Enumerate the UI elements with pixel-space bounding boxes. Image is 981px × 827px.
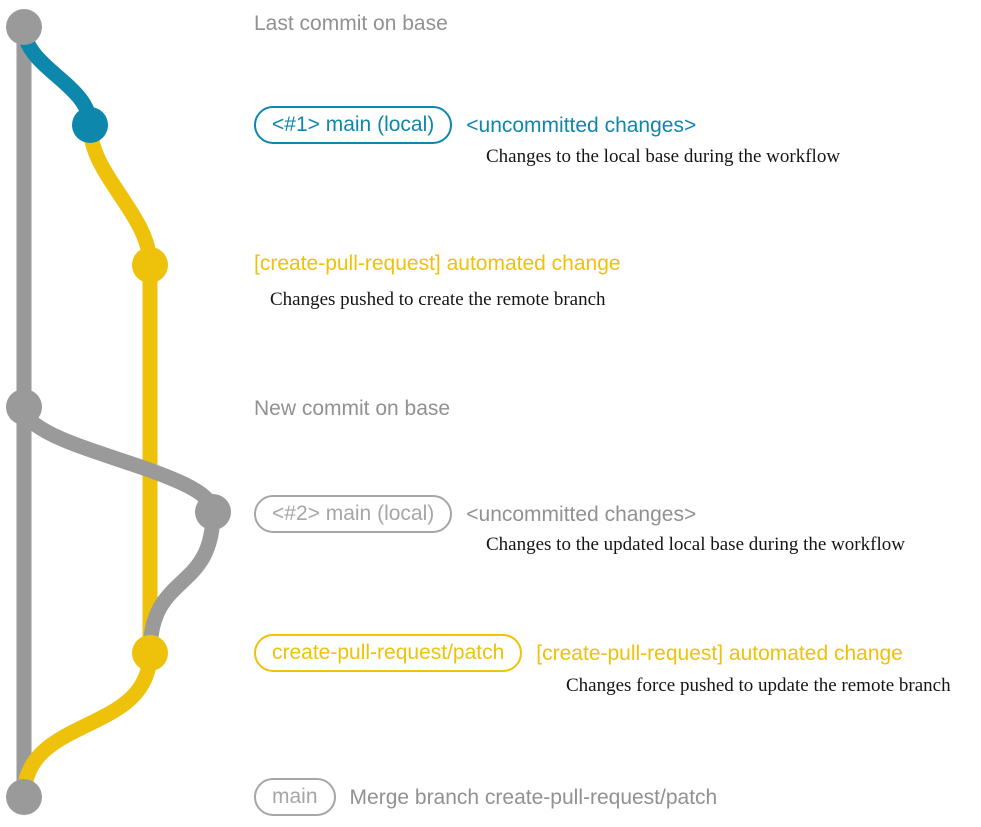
commit-subject-merge: Merge branch create-pull-request/patch bbox=[349, 785, 718, 809]
ref-badge-main[interactable]: main bbox=[254, 778, 336, 816]
commit-description-automated-2: Changes force pushed to update the remot… bbox=[566, 675, 951, 696]
node-local-2 bbox=[195, 494, 231, 530]
commit-description-automated-1: Changes pushed to create the remote bran… bbox=[270, 289, 606, 310]
commit-row-merge: main Merge branch create-pull-request/pa… bbox=[254, 778, 717, 816]
edge-local2-to-automated2 bbox=[142, 504, 221, 661]
node-local-1 bbox=[72, 107, 108, 143]
commit-row-last-commit: Last commit on base bbox=[254, 13, 448, 34]
commit-row-local-1: <#1> main (local) <uncommitted changes> bbox=[254, 106, 696, 144]
commit-row-new-commit: New commit on base bbox=[254, 398, 450, 419]
commit-subject-automated-2: [create-pull-request] automated change bbox=[536, 641, 903, 665]
edge-basenew-to-local2 bbox=[16, 399, 221, 520]
commit-subject-automated-1: [create-pull-request] automated change bbox=[254, 252, 621, 275]
edge-local1-to-automated1 bbox=[82, 117, 158, 273]
ref-badge-main-local-1[interactable]: <#1> main (local) bbox=[254, 106, 453, 144]
commit-row-automated-2: create-pull-request/patch [create-pull-r… bbox=[254, 634, 903, 672]
node-merge bbox=[6, 779, 42, 815]
commit-row-automated-1: [create-pull-request] automated change bbox=[254, 253, 621, 274]
commit-row-local-2: <#2> main (local) <uncommitted changes> bbox=[254, 495, 696, 533]
ref-badge-main-local-2[interactable]: <#2> main (local) bbox=[254, 495, 453, 533]
node-base-head bbox=[6, 9, 42, 45]
commit-subject-last-commit: Last commit on base bbox=[254, 12, 448, 35]
commit-description-local-1: Changes to the local base during the wor… bbox=[486, 146, 841, 167]
commit-subject-new-commit: New commit on base bbox=[254, 397, 451, 420]
node-automated-2 bbox=[132, 635, 168, 671]
node-base-new bbox=[6, 389, 42, 425]
node-automated-1 bbox=[132, 247, 168, 283]
commit-nodes bbox=[6, 9, 231, 815]
commit-description-local-2: Changes to the updated local base during… bbox=[486, 534, 905, 555]
commit-subject-local-2: <uncommitted changes> bbox=[466, 502, 697, 526]
commit-subject-local-1: <uncommitted changes> bbox=[466, 113, 697, 137]
ref-badge-create-pull-request-patch[interactable]: create-pull-request/patch bbox=[254, 634, 523, 672]
edge-automated2-to-merge bbox=[16, 645, 158, 805]
